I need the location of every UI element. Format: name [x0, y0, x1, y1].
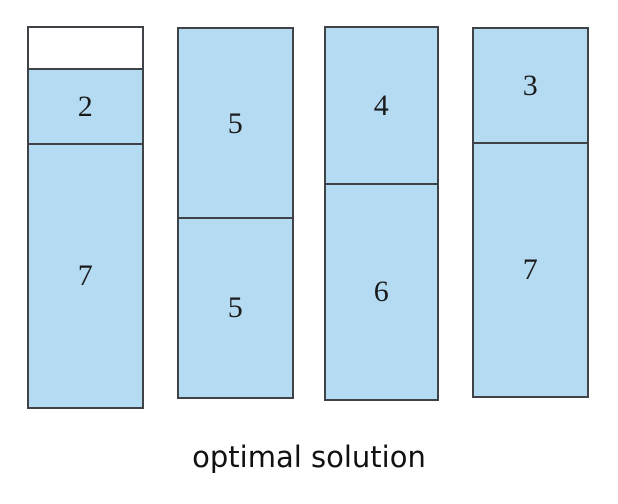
item-value-label: 4	[373, 89, 390, 122]
item-value-label: 5	[227, 106, 244, 140]
item-value-label: 6	[373, 274, 390, 308]
item-value-label: 3	[522, 69, 539, 102]
item-value-label: 2	[77, 89, 94, 123]
item-value-label: 7	[77, 258, 94, 292]
bin-1-item-3[interactable]: 7	[27, 143, 144, 407]
item-value-label: 7	[522, 252, 539, 286]
bin-2-item-2[interactable]: 5	[177, 217, 294, 397]
caption-label: optimal solution	[192, 440, 426, 474]
bin-4-item-2[interactable]: 7	[472, 142, 589, 396]
bin-3-item-1[interactable]: 4	[326, 28, 437, 184]
bin-3-item-2[interactable]: 6	[324, 183, 439, 399]
bin-1-item-2[interactable]: 2	[27, 68, 144, 144]
bin-2-item-1[interactable]: 5	[179, 29, 292, 218]
bin-1-idle-space[interactable]	[29, 28, 142, 69]
item-value-label: 5	[227, 290, 244, 324]
bin-4-item-1[interactable]: 3	[474, 29, 587, 143]
